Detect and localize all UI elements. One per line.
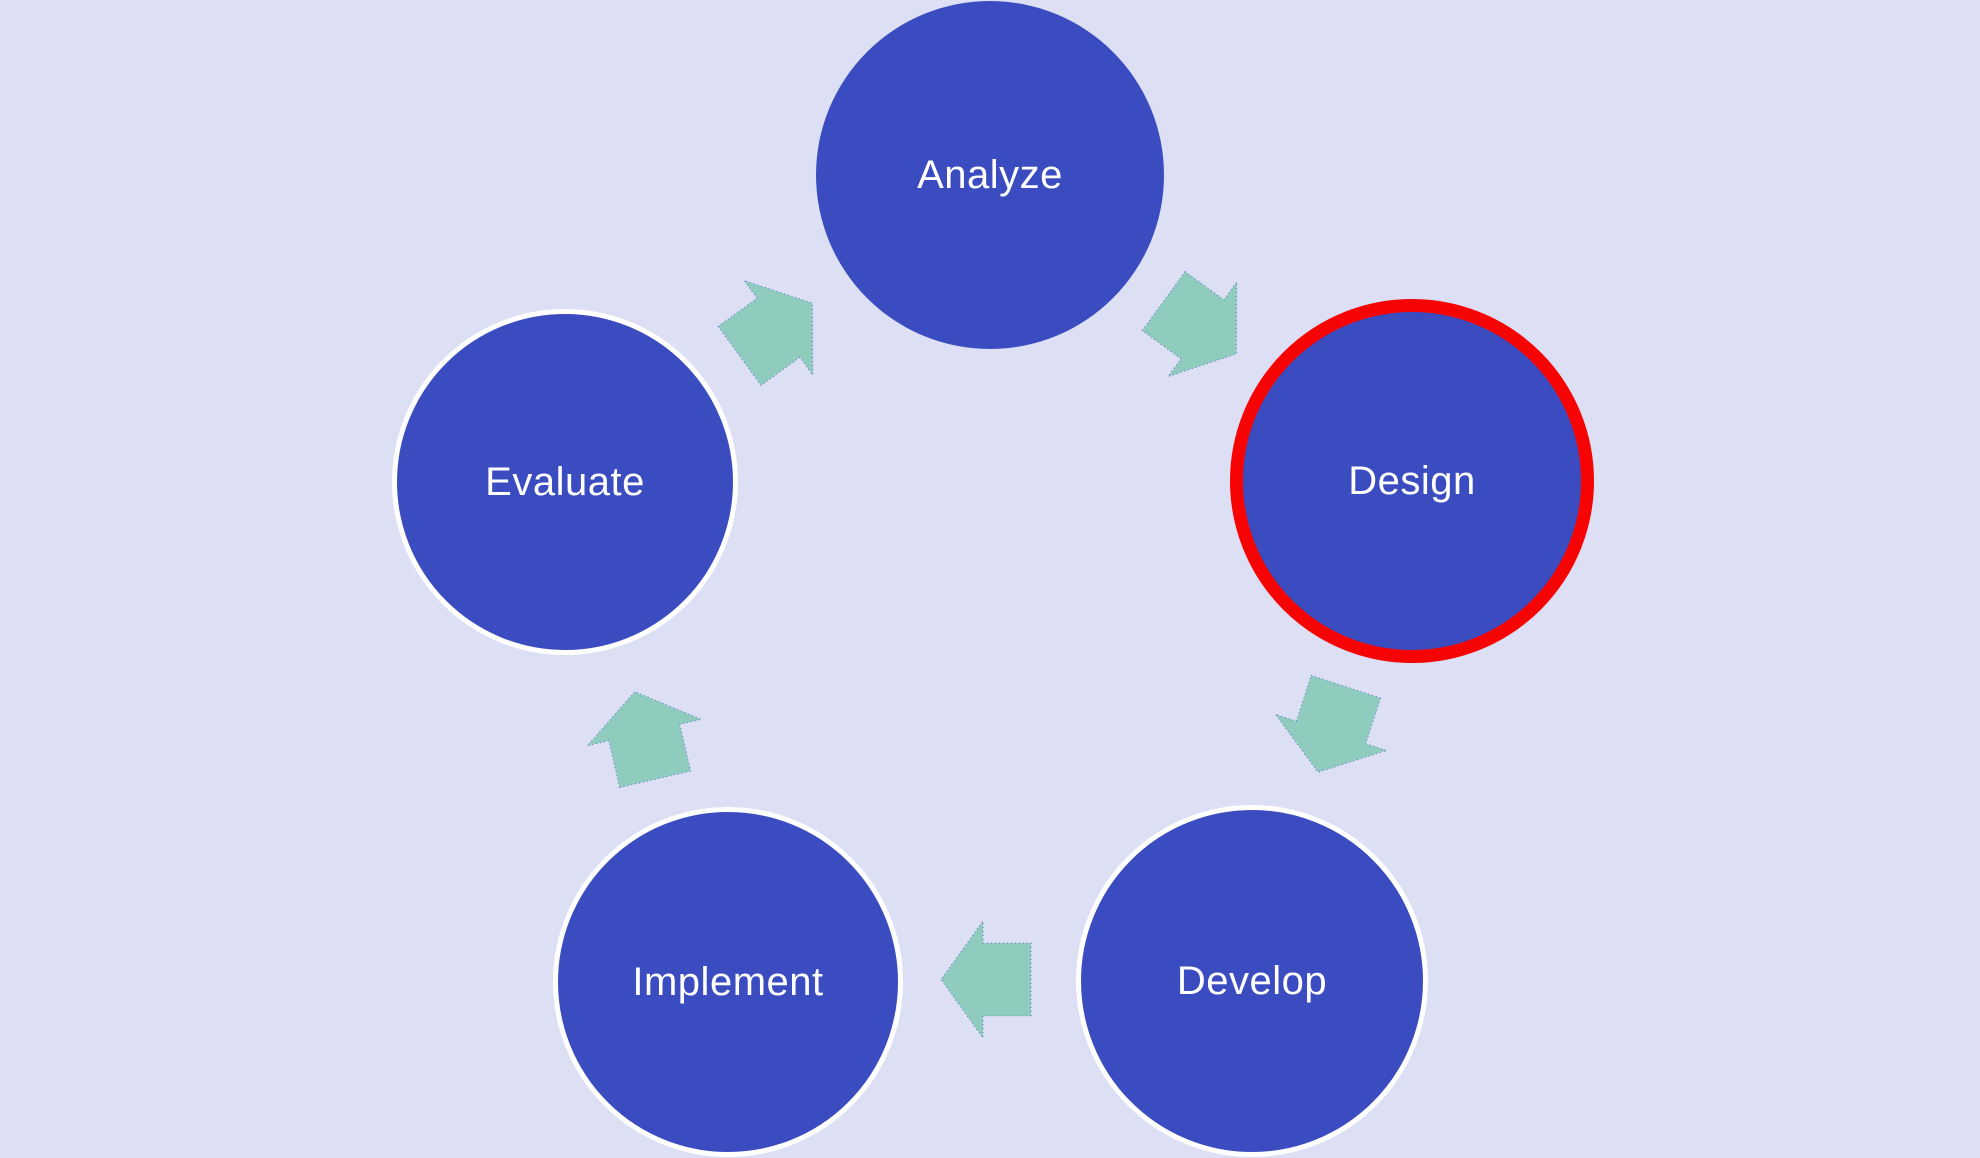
node-develop: Develop <box>1076 805 1428 1157</box>
arrow-analyze-to-design-icon <box>1129 254 1271 402</box>
node-design-highlighted: Design <box>1230 299 1594 663</box>
node-evaluate: Evaluate <box>392 309 738 655</box>
arrow-evaluate-to-analyze-icon <box>705 256 847 404</box>
arrow-design-to-develop-icon <box>1262 669 1401 791</box>
arrow-implement-to-evaluate-icon <box>578 678 712 792</box>
node-implement-label: Implement <box>632 959 824 1004</box>
node-analyze-label: Analyze <box>917 152 1063 197</box>
node-evaluate-label: Evaluate <box>485 459 645 504</box>
arrow-develop-to-implement-icon <box>940 919 1032 1040</box>
node-design-label: Design <box>1348 458 1476 503</box>
node-analyze: Analyze <box>816 1 1164 349</box>
node-implement: Implement <box>553 807 903 1157</box>
node-develop-label: Develop <box>1176 958 1328 1003</box>
